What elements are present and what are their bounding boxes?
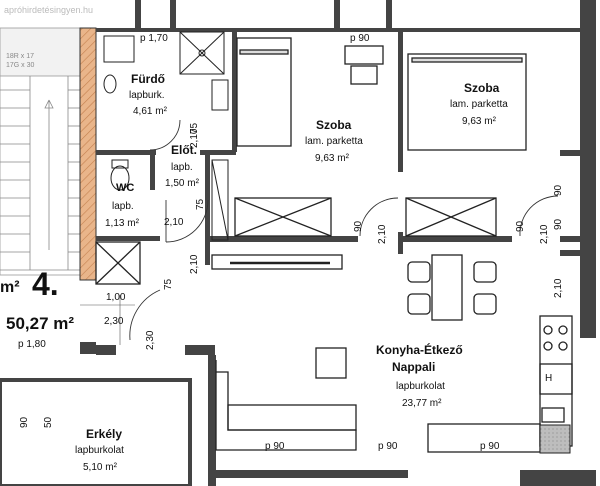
room-floor: lam. parketta bbox=[450, 99, 508, 110]
apartment-number: 4. bbox=[32, 266, 59, 302]
room-name: Erkély bbox=[86, 427, 123, 441]
balcony bbox=[0, 378, 192, 486]
bathroom-fixtures bbox=[103, 31, 229, 241]
doors bbox=[129, 119, 559, 341]
room-area: 1,50 m² bbox=[165, 178, 199, 189]
dim-label: p 1,70 bbox=[140, 33, 168, 44]
room-name: Szoba bbox=[316, 118, 352, 132]
dim-label: p 90 bbox=[350, 33, 370, 44]
room-floor: lapburkolat bbox=[75, 445, 124, 456]
dim-label: 75 bbox=[163, 278, 174, 290]
dim-label: p 90 bbox=[480, 441, 500, 452]
room-floor: lapb. bbox=[112, 201, 134, 212]
room-area: 4,61 m² bbox=[133, 106, 167, 117]
room-area: 23,77 m² bbox=[402, 398, 442, 409]
room-name-2: Nappali bbox=[392, 360, 436, 374]
room-name: Szoba bbox=[464, 81, 500, 95]
room-floor: lam. parketta bbox=[305, 136, 363, 147]
dishwasher bbox=[539, 424, 571, 454]
dim-label: 90 bbox=[553, 218, 564, 230]
room-name: Előt. bbox=[171, 143, 197, 157]
dim-label: p 90 bbox=[378, 441, 398, 452]
dim-label: 90 bbox=[553, 184, 564, 196]
dim-label: 75 bbox=[195, 198, 206, 210]
fridge-symbol: H bbox=[545, 373, 553, 384]
walls bbox=[80, 0, 596, 486]
dimension-lines bbox=[80, 295, 135, 345]
dim-label: 2,10 bbox=[189, 254, 200, 274]
stair-note: 17G x 30 bbox=[6, 62, 35, 69]
dim-label: 2,10 bbox=[553, 278, 564, 298]
furniture bbox=[95, 37, 573, 453]
dim-label: 2,30 bbox=[104, 316, 124, 327]
watermark: apróhirdetésingyen.hu bbox=[4, 5, 94, 15]
wc-symbol: WC bbox=[116, 182, 135, 194]
dim-label: 2,30 bbox=[145, 330, 156, 350]
dim-label: 2,10 bbox=[539, 224, 550, 244]
room-area: 9,63 m² bbox=[462, 116, 496, 127]
room-name: Konyha-Étkező bbox=[376, 343, 463, 357]
dim-label: 90 bbox=[19, 416, 30, 428]
room-name: Fürdő bbox=[131, 72, 165, 86]
dim-label: 50 bbox=[43, 416, 54, 428]
room-area: 9,63 m² bbox=[315, 153, 349, 164]
room-area: 1,13 m² bbox=[105, 218, 139, 229]
dim-label: 90 bbox=[515, 220, 526, 232]
apartment-area: 50,27 m² bbox=[6, 314, 75, 333]
dim-label: p 90 bbox=[265, 441, 285, 452]
dim-label: 2,10 bbox=[377, 224, 388, 244]
room-floor: lapb. bbox=[171, 162, 193, 173]
room-floor: lapburk. bbox=[129, 90, 165, 101]
dim-label: 2,10 bbox=[164, 217, 184, 228]
room-floor: lapburkolat bbox=[396, 381, 445, 392]
dim-label: 2,10 bbox=[189, 128, 200, 148]
dim-label: p 1,80 bbox=[18, 339, 46, 350]
dim-label: 90 bbox=[353, 220, 364, 232]
room-area: 5,10 m² bbox=[83, 462, 117, 473]
shaft-wall bbox=[79, 27, 97, 281]
stair-note: 18R x 17 bbox=[6, 53, 35, 60]
apartment-area-prefix: m² bbox=[0, 279, 20, 296]
staircase bbox=[0, 27, 81, 276]
dim-label: 1,00 bbox=[106, 292, 126, 303]
